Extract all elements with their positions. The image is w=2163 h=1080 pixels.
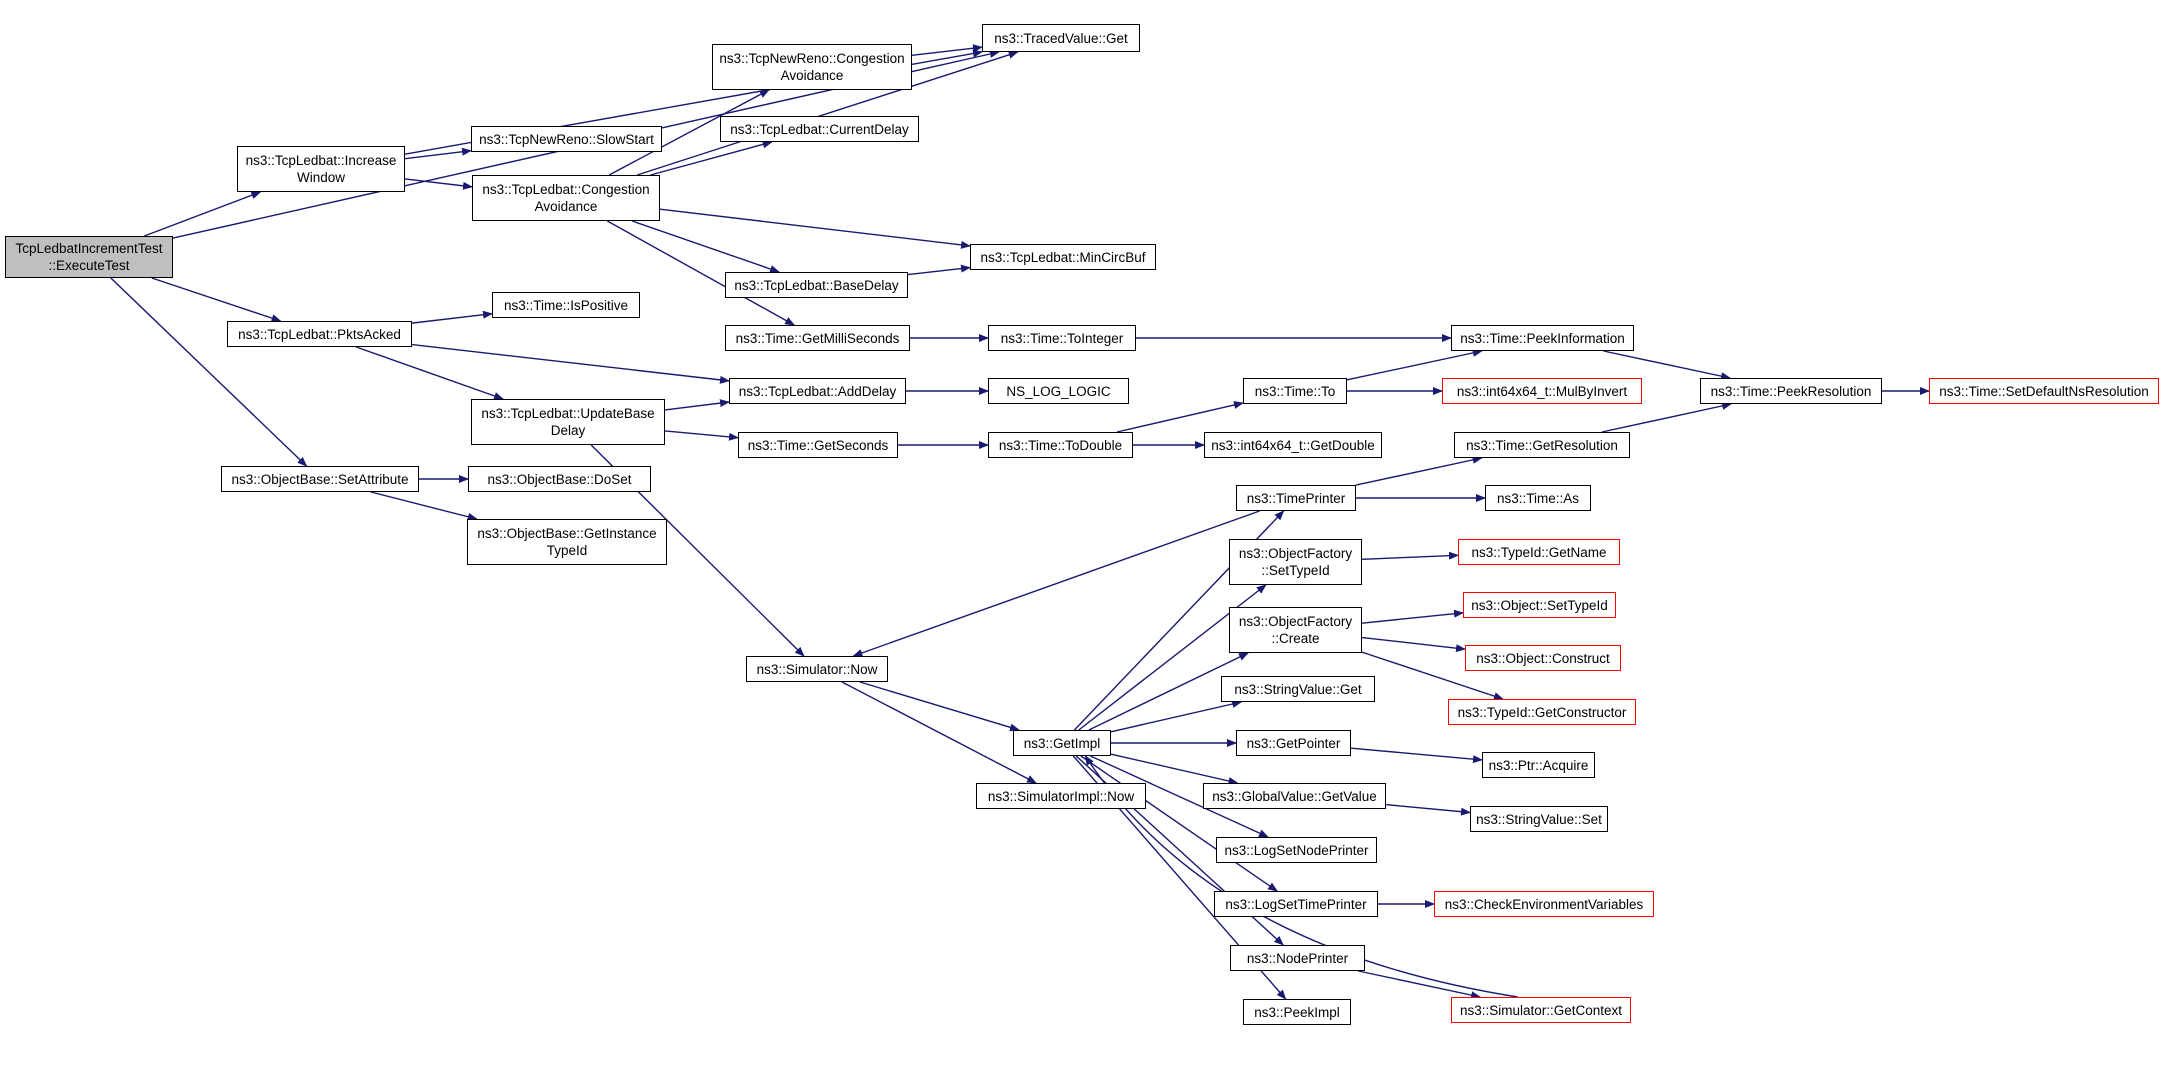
edge-simnow-to-getimpl: [859, 681, 1020, 732]
edge-updbase-to-adddelay: [664, 399, 730, 411]
node-mulbyinv[interactable]: ns3::int64x64_t::MulByInvert: [1442, 378, 1642, 404]
edge-pktsacked-to-updbase: [355, 346, 504, 400]
edge-ledca-to-curdelay: [650, 140, 773, 176]
edge-ofsettype-to-tgetname: [1361, 551, 1459, 560]
node-getdouble[interactable]: ns3::int64x64_t::GetDouble: [1204, 432, 1382, 458]
node-nrca[interactable]: ns3::TcpNewReno::Congestion Avoidance: [712, 44, 912, 90]
node-todouble[interactable]: ns3::Time::ToDouble: [988, 432, 1133, 458]
node-objconstruct[interactable]: ns3::Object::Construct: [1465, 645, 1621, 671]
node-curdelay[interactable]: ns3::TcpLedbat::CurrentDelay: [720, 116, 919, 142]
node-ledca[interactable]: ns3::TcpLedbat::Congestion Avoidance: [472, 175, 660, 221]
node-nslog[interactable]: NS_LOG_LOGIC: [988, 378, 1129, 404]
node-root[interactable]: TcpLedbatIncrementTest ::ExecuteTest: [5, 236, 173, 278]
node-increase[interactable]: ns3::TcpLedbat::Increase Window: [237, 146, 405, 192]
node-ispositive[interactable]: ns3::Time::IsPositive: [492, 292, 640, 318]
node-getms[interactable]: ns3::Time::GetMilliSeconds: [725, 325, 910, 351]
node-tracedget[interactable]: ns3::TracedValue::Get: [982, 24, 1140, 52]
node-gvget[interactable]: ns3::GlobalValue::GetValue: [1203, 783, 1386, 809]
edge-setattr-to-getinst: [370, 491, 478, 521]
node-updbase[interactable]: ns3::TcpLedbat::UpdateBase Delay: [471, 399, 665, 445]
edge-getimpl-to-gvget: [1110, 753, 1239, 785]
node-strget[interactable]: ns3::StringValue::Get: [1221, 676, 1375, 702]
node-getpointer[interactable]: ns3::GetPointer: [1236, 730, 1351, 756]
node-ptracq[interactable]: ns3::Ptr::Acquire: [1482, 752, 1595, 778]
node-peekinfo[interactable]: ns3::Time::PeekInformation: [1451, 325, 1634, 351]
node-ofsettype[interactable]: ns3::ObjectFactory ::SetTypeId: [1229, 539, 1362, 585]
edge-pktsacked-to-adddelay: [411, 343, 730, 384]
node-adddelay[interactable]: ns3::TcpLedbat::AddDelay: [729, 378, 906, 404]
node-setdefns[interactable]: ns3::Time::SetDefaultNsResolution: [1929, 378, 2159, 404]
edge-timeto-to-peekinfo: [1346, 348, 1483, 381]
node-tointeger[interactable]: ns3::Time::ToInteger: [988, 325, 1136, 351]
node-timeto[interactable]: ns3::Time::To: [1243, 378, 1347, 404]
node-setattr[interactable]: ns3::ObjectBase::SetAttribute: [221, 466, 419, 492]
edge-simnow-to-simimplnow: [841, 681, 1037, 784]
edge-updbase-to-getsec: [664, 430, 739, 441]
node-simimplnow[interactable]: ns3::SimulatorImpl::Now: [976, 783, 1146, 809]
edge-increase-to-nrslow: [404, 147, 472, 160]
node-getctor[interactable]: ns3::TypeId::GetConstructor: [1448, 699, 1636, 725]
edge-increase-to-ledca: [404, 178, 473, 190]
node-tgetname[interactable]: ns3::TypeId::GetName: [1458, 539, 1620, 565]
node-getcontext[interactable]: ns3::Simulator::GetContext: [1451, 997, 1631, 1023]
node-getsec[interactable]: ns3::Time::GetSeconds: [738, 432, 898, 458]
edge-getpointer-to-ptracq: [1350, 747, 1483, 764]
edge-ledca-to-basedelay: [631, 220, 781, 273]
node-nodeprinter[interactable]: ns3::NodePrinter: [1230, 945, 1365, 971]
edge-pktsacked-to-ispositive: [411, 310, 493, 324]
edge-ofcreate-to-getctor: [1361, 651, 1504, 700]
edge-ofcreate-to-objsettype: [1361, 609, 1464, 624]
edge-ledca-to-getms: [606, 220, 796, 326]
edge-ledca-to-mincirc: [659, 208, 971, 249]
edge-gvget-to-strset: [1385, 803, 1471, 816]
edge-getimpl-to-ofcreate: [1088, 652, 1249, 731]
node-checkenv[interactable]: ns3::CheckEnvironmentVariables: [1434, 891, 1654, 917]
edge-nrca-to-tracedget: [911, 44, 983, 57]
node-objsettype[interactable]: ns3::Object::SetTypeId: [1463, 592, 1616, 618]
edge-ledca-to-nrca: [608, 89, 770, 176]
node-lognode[interactable]: ns3::LogSetNodePrinter: [1216, 837, 1377, 863]
node-strset[interactable]: ns3::StringValue::Set: [1470, 806, 1608, 832]
node-peekres[interactable]: ns3::Time::PeekResolution: [1700, 378, 1882, 404]
node-timeprinter[interactable]: ns3::TimePrinter: [1236, 485, 1356, 511]
edge-getimpl-to-lognode: [1090, 755, 1269, 838]
edge-getimpl-to-ofsettype: [1078, 584, 1267, 731]
edge-basedelay-to-mincirc: [907, 264, 971, 276]
node-peekimpl[interactable]: ns3::PeekImpl: [1243, 999, 1351, 1025]
edge-getimpl-to-strget: [1110, 700, 1243, 733]
edge-todouble-to-timeto: [1116, 401, 1244, 433]
node-nrslow[interactable]: ns3::TcpNewReno::SlowStart: [471, 126, 662, 152]
edge-timeprinter-to-simnow: [852, 510, 1260, 657]
edge-root-to-setattr: [110, 277, 308, 467]
node-dosert[interactable]: ns3::ObjectBase::DoSet: [468, 466, 651, 492]
node-pktsacked[interactable]: ns3::TcpLedbat::PktsAcked: [227, 321, 412, 347]
edge-getimpl-to-logtime: [1080, 755, 1278, 892]
node-basedelay[interactable]: ns3::TcpLedbat::BaseDelay: [725, 272, 908, 298]
node-simnow[interactable]: ns3::Simulator::Now: [746, 656, 888, 682]
node-timeas[interactable]: ns3::Time::As: [1485, 485, 1591, 511]
edge-root-to-pktsacked: [151, 277, 282, 322]
edge-getres-to-peekres: [1601, 401, 1733, 433]
node-ofcreate[interactable]: ns3::ObjectFactory ::Create: [1229, 607, 1362, 653]
edge-timeprinter-to-getres: [1355, 455, 1483, 486]
edge-ofcreate-to-objconstruct: [1361, 636, 1466, 653]
node-logtime[interactable]: ns3::LogSetTimePrinter: [1214, 891, 1378, 917]
edge-ledca-to-tracedget: [636, 50, 1019, 176]
edge-root-to-increase: [144, 191, 262, 237]
edge-peekinfo-to-peekres: [1603, 350, 1732, 381]
node-getres[interactable]: ns3::Time::GetResolution: [1454, 432, 1630, 458]
node-mincirc[interactable]: ns3::TcpLedbat::MinCircBuf: [970, 244, 1156, 270]
node-getinst[interactable]: ns3::ObjectBase::GetInstance TypeId: [467, 519, 667, 565]
edge-nodeprinter-to-getcontext: [1358, 970, 1482, 1000]
node-getimpl[interactable]: ns3::GetImpl: [1013, 730, 1111, 756]
